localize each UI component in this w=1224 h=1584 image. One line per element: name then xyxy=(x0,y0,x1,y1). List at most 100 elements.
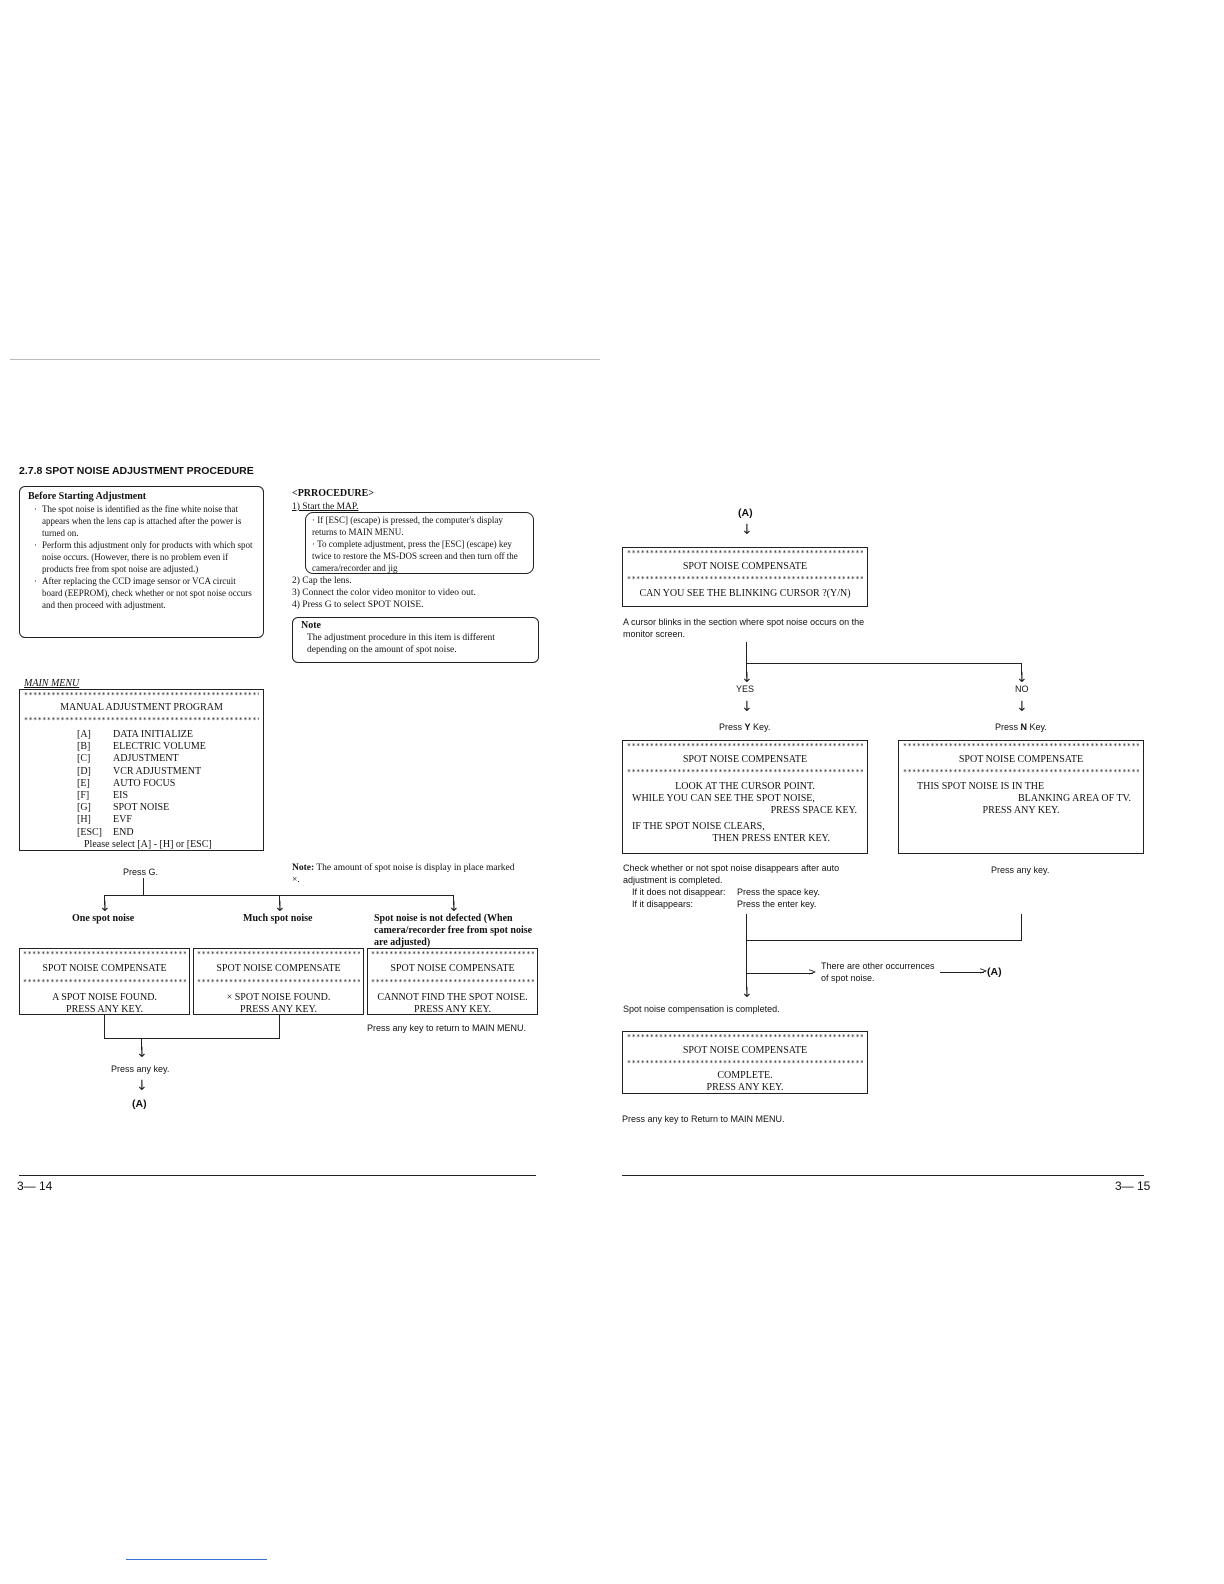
menu-item-b[interactable]: [B]ELECTRIC VOLUME xyxy=(77,741,206,753)
procedure-notes-box: · If [ESC] (escape) is pressed, the comp… xyxy=(305,512,534,574)
branch-not-detected: Spot noise is not defected (When camera/… xyxy=(374,913,533,948)
press-any-key-text: Press any key. xyxy=(111,1064,170,1074)
page-number-right: 3— 15 xyxy=(1115,1179,1151,1193)
arrow-down-icon: ↓ xyxy=(274,899,286,915)
flow-line xyxy=(104,1038,280,1039)
stars-row: ****************************************… xyxy=(903,768,1139,776)
main-menu-prompt: Please select [A] - [H] or [ESC] xyxy=(84,838,212,850)
question-text: CAN YOU SEE THE BLINKING CURSOR ?(Y/N) xyxy=(639,588,851,599)
stars-row: ************************************ xyxy=(23,950,186,958)
section-title: 2.7.8 SPOT NOISE ADJUSTMENT PROCEDURE xyxy=(19,465,254,477)
arrow-down-icon: ↓ xyxy=(1016,670,1028,686)
note-text: The adjustment procedure in this item is… xyxy=(307,633,495,655)
menu-item-e[interactable]: [E]AUTO FOCUS xyxy=(77,777,176,789)
press-g-text: Press G. xyxy=(123,867,159,877)
complete-box: ****************************************… xyxy=(622,1031,868,1094)
flow-line xyxy=(279,1015,280,1039)
stars-row: ****************************************… xyxy=(903,742,1139,750)
stars-row: ****************************************… xyxy=(24,691,259,699)
arrow-down-icon: ↓ xyxy=(136,1045,148,1061)
stars-row: ****************************************… xyxy=(627,768,863,776)
stars-row: ****************************************… xyxy=(627,575,863,583)
completed-text: Spot noise compensation is completed. xyxy=(623,1004,780,1014)
branch-much-spot: Much spot noise xyxy=(243,913,313,924)
arrow-right-icon: > xyxy=(808,967,817,978)
procedure-step: 2) Cap the lens. xyxy=(292,576,352,586)
before-starting-list: The spot noise is identified as the fine… xyxy=(22,503,257,611)
question-box-title: SPOT NOISE COMPENSATE xyxy=(682,561,808,572)
flow-line xyxy=(104,895,453,896)
menu-item-f[interactable]: [F]EIS xyxy=(77,790,128,802)
before-item: After replacing the CCD image sensor or … xyxy=(22,575,257,611)
procedure-step: 4) Press G to select SPOT NOISE. xyxy=(292,600,424,610)
before-starting-title: Before Starting Adjustment xyxy=(28,491,147,502)
main-menu-items: [A]DATA INITIALIZE [B]ELECTRIC VOLUME [C… xyxy=(77,729,259,851)
stars-row: ****************************************… xyxy=(627,1059,863,1067)
no-result-box: ****************************************… xyxy=(898,740,1144,854)
return-main-menu-right: Press any key to Return to MAIN MENU. xyxy=(622,1114,785,1124)
stars-row: ************************************ xyxy=(197,978,360,986)
procedure-note: · To complete adjustment, press the [ESC… xyxy=(312,539,518,573)
result-box-title: SPOT NOISE COMPENSATE xyxy=(216,963,341,974)
no-box-line: THIS SPOT NOISE IS IN THE xyxy=(917,781,1045,792)
before-item: Perform this adjustment only for product… xyxy=(22,539,257,575)
arrow-down-icon: ↓ xyxy=(136,1078,148,1094)
result-box-much: ************************************ SPO… xyxy=(193,948,364,1015)
connector-a-right: (A) xyxy=(987,966,1002,978)
procedure-steps: 2) Cap the lens. 3) Connect the color vi… xyxy=(292,575,476,611)
procedure-heading: <PRROCEDURE> xyxy=(292,488,374,499)
result-box-title: SPOT NOISE COMPENSATE xyxy=(42,963,167,974)
if-yes-action: Press the enter key. xyxy=(737,899,817,909)
page-rule-right xyxy=(622,1175,1144,1176)
main-menu-title: MANUAL ADJUSTMENT PROGRAM xyxy=(60,702,223,713)
arrow-down-icon: ↓ xyxy=(99,899,111,915)
result-line-2: PRESS ANY KEY. xyxy=(240,1004,317,1015)
yes-box-title: SPOT NOISE COMPENSATE xyxy=(682,754,808,765)
result-line-2: PRESS ANY KEY. xyxy=(66,1004,143,1015)
other-occurrences-text: There are other occurrences of spot nois… xyxy=(821,961,935,983)
flow-line xyxy=(141,1038,142,1050)
check-text: Check whether or not spot noise disappea… xyxy=(623,863,840,885)
menu-item-c[interactable]: [C]ADJUSTMENT xyxy=(77,753,179,765)
menu-item-esc[interactable]: [ESC]END xyxy=(77,826,134,838)
stars-row: ****************************************… xyxy=(627,1033,863,1041)
flow-line xyxy=(746,940,1022,941)
no-label: NO xyxy=(1015,684,1029,694)
before-starting-box: Before Starting Adjustment The spot nois… xyxy=(19,486,264,638)
arrow-down-icon: ↓ xyxy=(741,699,753,715)
stars-row: ****************************************… xyxy=(627,549,863,557)
flow-line xyxy=(453,895,454,905)
arrow-right-icon: > xyxy=(979,966,988,977)
result-box-title: SPOT NOISE COMPENSATE xyxy=(390,963,515,974)
arrow-down-icon: ↓ xyxy=(1016,699,1028,715)
menu-item-a[interactable]: [A]DATA INITIALIZE xyxy=(77,729,194,740)
if-yes-label: If it disappears: xyxy=(632,899,694,909)
press-n-key-text: Press N Key. xyxy=(995,722,1047,732)
flow-line xyxy=(279,895,280,905)
flow-line xyxy=(746,663,1022,664)
question-box: ****************************************… xyxy=(622,547,868,607)
menu-item-d[interactable]: [D]VCR ADJUSTMENT xyxy=(77,765,202,777)
menu-item-h[interactable]: [H]EVF xyxy=(77,814,132,826)
scan-rule-top xyxy=(10,359,600,360)
if-not-action: Press the space key. xyxy=(737,887,820,897)
press-y-key-text: Press Y Key. xyxy=(719,722,771,732)
connector-a-top: (A) xyxy=(738,507,753,519)
no-press-any-key: Press any key. xyxy=(991,865,1050,875)
yes-box-line: LOOK AT THE CURSOR POINT. xyxy=(675,781,815,792)
arrow-down-icon: ↓ xyxy=(741,522,753,538)
stars-row: ************************************ xyxy=(371,978,534,986)
flow-line xyxy=(940,972,984,973)
complete-line: COMPLETE. xyxy=(717,1070,773,1081)
result-box-not-detected: ************************************ SPO… xyxy=(367,948,538,1015)
result-box-one: ************************************ SPO… xyxy=(19,948,190,1015)
arrow-down-icon: ↓ xyxy=(741,670,753,686)
cursor-note: A cursor blinks in the section where spo… xyxy=(623,617,865,639)
yes-box-line: THEN PRESS ENTER KEY. xyxy=(712,833,830,844)
result-line-1: × SPOT NOISE FOUND. xyxy=(226,992,331,1003)
page-rule-left xyxy=(19,1175,536,1176)
scan-rule-bottom xyxy=(126,1559,267,1560)
marked-note: Note: The amount of spot noise is displa… xyxy=(292,863,515,885)
stars-row: ****************************************… xyxy=(627,742,863,750)
menu-item-g[interactable]: [G]SPOT NOISE xyxy=(77,802,170,814)
